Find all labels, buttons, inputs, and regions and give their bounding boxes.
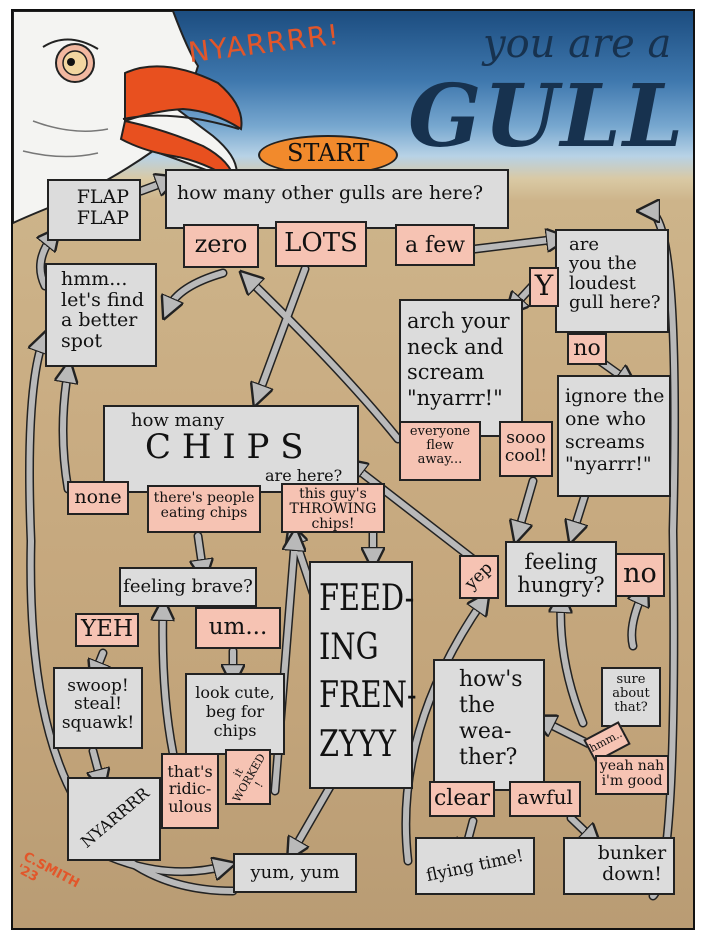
answer-clear-text: clear: [433, 786, 490, 811]
answer-yeah-nah: yeah nah i'm good: [595, 755, 669, 795]
sure-box: sure about that?: [601, 667, 661, 727]
weather-text: how's the wea- ther?: [459, 667, 523, 770]
are-here-text: are here?: [265, 466, 343, 485]
look-cute-box: look cute, beg for chips: [185, 673, 285, 755]
title-line-2: GULL: [408, 66, 686, 167]
flying-time-box: flying time!: [415, 837, 535, 895]
answer-yeh: YEH: [75, 613, 139, 647]
answer-yep: yep: [459, 555, 499, 599]
feeling-brave-text: feeling brave?: [123, 576, 253, 597]
answer-y-text: Y: [534, 269, 554, 302]
answer-people-eating: there's people eating chips: [147, 485, 261, 533]
answer-a-few: a few: [395, 224, 475, 266]
feeding-frenzy-box: FEED- ING FREN- ZYYY: [309, 561, 417, 789]
answer-throwing: this guy's THROWING chips!: [281, 483, 385, 533]
feeling-hungry-text: feeling hungry?: [517, 550, 605, 597]
answer-zero: zero: [183, 224, 259, 268]
weather-box: how's the wea- ther?: [433, 659, 545, 791]
nyarrrr-box: NYARRRR: [67, 777, 161, 861]
answer-um: um...: [195, 607, 281, 649]
better-spot-box: hmm... let's find a better spot: [45, 263, 157, 367]
arch-neck-box: arch your neck and scream "nyarrr!": [399, 299, 523, 437]
nyarrrr-text: NYARRRR: [76, 783, 153, 852]
yum-yum-box: yum, yum: [233, 853, 357, 893]
yum-yum-text: yum, yum: [250, 862, 340, 883]
answer-yeah-nah-text: yeah nah i'm good: [599, 758, 665, 790]
answer-no-hungry-text: no: [623, 558, 657, 589]
bunker-down-box: bunker down!: [563, 837, 675, 895]
sure-text: sure about that?: [612, 672, 650, 716]
answer-zero-text: zero: [194, 230, 248, 258]
ignore-text: ignore the one who screams "nyarrr!": [565, 385, 665, 476]
answer-no-loudest-text: no: [573, 336, 601, 361]
feeling-hungry-box: feeling hungry?: [505, 541, 617, 607]
start-label: START: [286, 139, 370, 167]
answer-everyone-flew-text: everyone flew away...: [409, 424, 471, 468]
loudest-text: are you the loudest gull here?: [569, 234, 661, 314]
arch-neck-text: arch your neck and scream "nyarrr!": [407, 309, 510, 410]
start-node: START: [258, 135, 398, 175]
gull-head-illustration: [13, 11, 243, 225]
ignore-box: ignore the one who screams "nyarrr!": [557, 375, 671, 497]
feeding-frenzy-text: FEED- ING FREN- ZYYY: [319, 578, 417, 765]
how-many-text: how many: [131, 410, 225, 431]
how-many-gulls-text: how many other gulls are here?: [177, 182, 484, 204]
answer-y: Y: [529, 267, 559, 307]
answer-no-hungry: no: [615, 553, 665, 597]
flying-time-text: flying time!: [424, 845, 526, 887]
answer-sooo-cool-text: sooo cool!: [504, 428, 548, 467]
answer-yeh-text: YEH: [80, 616, 134, 642]
answer-awful-text: awful: [517, 785, 573, 809]
answer-clear: clear: [429, 781, 495, 817]
answer-throwing-text: this guy's THROWING chips!: [289, 486, 377, 533]
swoop-text: swoop! steal! squawk!: [61, 676, 135, 733]
look-cute-text: look cute, beg for chips: [195, 683, 275, 741]
answer-yep-text: yep: [460, 558, 497, 594]
comic-panel: NYARRRR! you are a GULL: [11, 9, 695, 930]
answer-sooo-cool: sooo cool!: [499, 421, 553, 477]
answer-it-worked: it WORKED !: [225, 749, 271, 805]
answer-it-worked-text: it WORKED !: [229, 751, 269, 805]
feeling-brave-box: feeling brave?: [119, 567, 257, 607]
loudest-box: are you the loudest gull here?: [555, 229, 669, 333]
answer-no-loudest: no: [567, 333, 607, 365]
better-spot-text: hmm... let's find a better spot: [61, 268, 145, 352]
answer-lots-text: LOTS: [284, 228, 358, 258]
answer-everyone-flew: everyone flew away...: [399, 421, 481, 481]
answer-um-text: um...: [208, 614, 268, 640]
flap-flap-box: FLAP FLAP: [47, 179, 141, 241]
answer-ridiculous-text: that's ridic- ulous: [167, 762, 213, 816]
answer-a-few-text: a few: [404, 233, 466, 258]
swoop-box: swoop! steal! squawk!: [53, 667, 143, 749]
title-line-1: you are a: [483, 21, 672, 67]
answer-people-eating-text: there's people eating chips: [153, 490, 255, 522]
how-many-chips-box: how many C H I P S are here?: [103, 405, 359, 493]
answer-ridiculous: that's ridic- ulous: [161, 753, 219, 829]
bunker-down-text: bunker down!: [597, 842, 667, 885]
chips-text: C H I P S: [145, 427, 304, 467]
answer-none-text: none: [74, 486, 122, 508]
answer-awful: awful: [509, 781, 581, 817]
flap-flap-text: FLAP FLAP: [76, 186, 129, 229]
how-many-gulls-box: how many other gulls are here?: [165, 169, 509, 229]
answer-lots: LOTS: [275, 221, 367, 267]
answer-none: none: [67, 481, 129, 515]
